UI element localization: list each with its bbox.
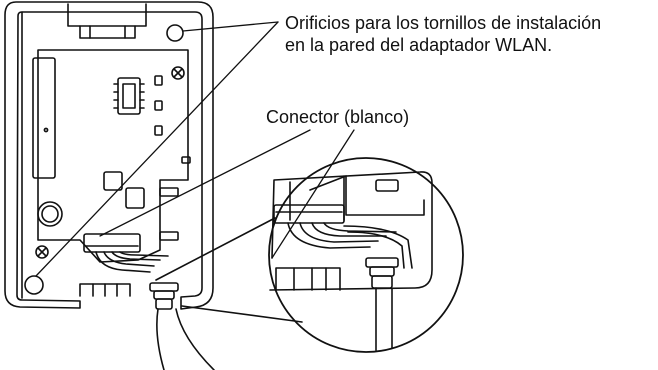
mounting-holes-label-line2: en la pared del adaptador WLAN.	[285, 35, 553, 55]
small-components	[154, 75, 191, 241]
board-screw-bottom	[35, 245, 49, 259]
magnifier-projection-lines	[155, 217, 303, 323]
mounting-hole-bottom	[24, 275, 44, 295]
adapter-housing	[4, 1, 214, 310]
detail-magnifier	[268, 157, 464, 353]
mounting-holes-label-line1: Orificios para los tornillos de instalac…	[285, 13, 602, 33]
leader-lines-connector	[99, 129, 355, 259]
detail-contents	[269, 171, 433, 351]
chip-middle	[103, 171, 145, 209]
connector-callout: Conector (blanco)	[266, 107, 410, 127]
cable-grommet	[149, 282, 179, 310]
cable	[156, 308, 215, 370]
chip-top	[113, 77, 145, 115]
push-button	[37, 201, 63, 227]
leader-lines-holes	[35, 21, 279, 277]
board-screw-top	[171, 66, 185, 80]
white-connector	[83, 233, 141, 253]
mounting-hole-top	[166, 24, 184, 42]
top-clips	[67, 3, 147, 39]
mounting-holes-callout: Orificios para los tornillos de instalac…	[285, 12, 601, 56]
bottom-clips	[79, 283, 131, 297]
board-wires	[95, 251, 169, 273]
